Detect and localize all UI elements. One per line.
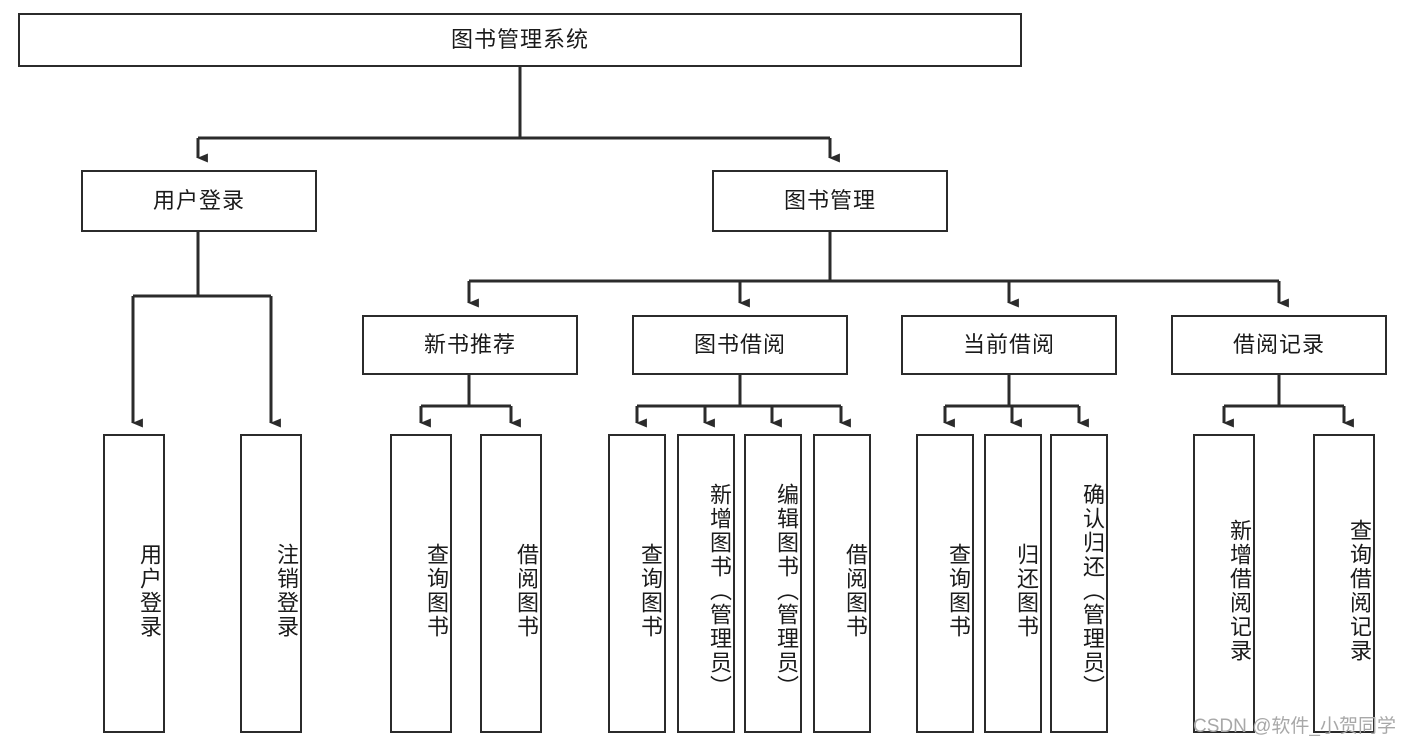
node-book-borrow[interactable]: 图书借阅 (632, 315, 848, 375)
node-label: 新增借阅记录 (1227, 518, 1252, 663)
leaf-new-book-borrow[interactable]: 借阅图书 (480, 434, 542, 733)
leaf-book-borrow-query[interactable]: 查询图书 (608, 434, 666, 733)
leaf-user-login-logout[interactable]: 注销登录 (240, 434, 302, 733)
leaf-user-login-login[interactable]: 用户登录 (103, 434, 165, 733)
node-label: 当前借阅 (962, 331, 1055, 357)
node-book-management-system[interactable]: 图书管理系统 (18, 13, 1022, 67)
node-label: 用户登录 (137, 542, 162, 639)
node-label: 查询图书 (638, 542, 663, 639)
node-borrow-record[interactable]: 借阅记录 (1171, 315, 1387, 375)
node-label: 用户登录 (152, 187, 245, 213)
node-label: 借阅图书 (843, 542, 868, 639)
leaf-borrow-record-add[interactable]: 新增借阅记录 (1193, 434, 1255, 733)
node-label: 确认归还（管理员） (1080, 482, 1105, 699)
node-label: 查询借阅记录 (1347, 518, 1372, 663)
node-label: 归还图书 (1014, 542, 1039, 639)
node-label: 编辑图书（管理员） (774, 482, 799, 699)
leaf-book-borrow-add[interactable]: 新增图书（管理员） (677, 434, 735, 733)
node-label: 图书管理系统 (450, 26, 589, 52)
node-label: 查询图书 (946, 542, 971, 639)
csdn-watermark: CSDN @软件_小贺同学 (1193, 716, 1396, 737)
node-label: 注销登录 (274, 542, 299, 639)
node-label: 借阅记录 (1232, 331, 1325, 357)
node-label: 图书借阅 (693, 331, 786, 357)
node-book-management[interactable]: 图书管理 (712, 170, 948, 232)
node-label: 新书推荐 (423, 331, 516, 357)
leaf-book-borrow-edit[interactable]: 编辑图书（管理员） (744, 434, 802, 733)
leaf-current-borrow-return[interactable]: 归还图书 (984, 434, 1042, 733)
leaf-book-borrow-borrow[interactable]: 借阅图书 (813, 434, 871, 733)
node-user-login[interactable]: 用户登录 (81, 170, 317, 232)
leaf-current-borrow-confirm[interactable]: 确认归还（管理员） (1050, 434, 1108, 733)
node-new-book-recommend[interactable]: 新书推荐 (362, 315, 578, 375)
leaf-borrow-record-query[interactable]: 查询借阅记录 (1313, 434, 1375, 733)
node-label: 图书管理 (783, 187, 876, 213)
node-label: 借阅图书 (514, 542, 539, 639)
node-current-borrow[interactable]: 当前借阅 (901, 315, 1117, 375)
node-label: 新增图书（管理员） (707, 482, 732, 699)
leaf-new-book-query[interactable]: 查询图书 (390, 434, 452, 733)
leaf-current-borrow-query[interactable]: 查询图书 (916, 434, 974, 733)
node-label: 查询图书 (424, 542, 449, 639)
